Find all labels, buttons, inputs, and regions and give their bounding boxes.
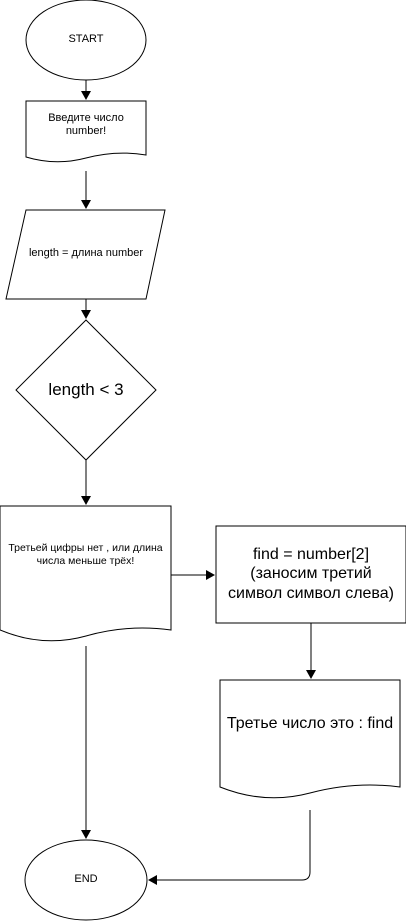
- arrow-output-to-end: [148, 810, 311, 885]
- no-third-document-shape: [0, 505, 172, 642]
- find-process-shape: [215, 525, 406, 624]
- assign-parallelogram-shape: [5, 209, 166, 300]
- end-terminator-shape: [24, 839, 148, 921]
- start-label: START: [68, 33, 104, 46]
- no-third-label: Третьей цифры нет , или длина числа мень…: [8, 542, 163, 567]
- end-label: END: [74, 873, 98, 886]
- find-label: find = number[2] (заносим третий символ …: [228, 546, 394, 602]
- input-document-shape: [25, 100, 147, 163]
- condition-label: length < 3: [48, 379, 124, 399]
- output-document-shape: [219, 679, 401, 799]
- assign-label: length = длина number: [28, 247, 144, 260]
- input-label: Введите число number!: [48, 111, 124, 137]
- output-label: Третье число это : find: [226, 715, 394, 733]
